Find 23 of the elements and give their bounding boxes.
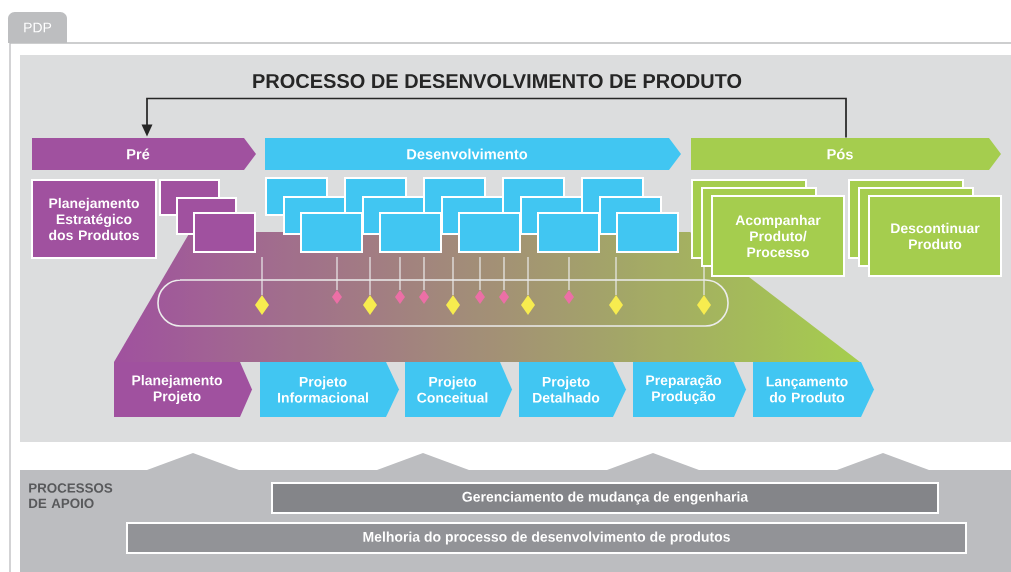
step-box: Planejamento Projeto (114, 362, 252, 417)
process-box (537, 212, 600, 253)
process-box: Planejamento Estratégico dos Produtos (31, 179, 157, 259)
support-bar: Melhoria do processo de desenvolvimento de produtos (126, 522, 967, 554)
diagram-title: PROCESSO DE DESENVOLVIMENTO DE PRODUTO (253, 73, 742, 89)
step-box: Lançamento do Produto (753, 362, 874, 417)
support-bar: Gerenciamento de mudança de engenharia (271, 482, 939, 514)
stacked-boxes: Acompanhar Produto/ Processo (691, 179, 845, 277)
step-box: Projeto Conceitual (405, 362, 512, 417)
process-box (458, 212, 521, 253)
step-box: Projeto Informacional (260, 362, 399, 417)
process-box (379, 212, 442, 253)
process-box (193, 212, 256, 253)
process-box (616, 212, 679, 253)
feedback-arrow (141, 97, 847, 139)
step-box: Pós (691, 138, 1001, 170)
stacked-boxes: Descontinuar Produto (848, 179, 1002, 277)
step-box: Projeto Detalhado (519, 362, 626, 417)
step-box: Preparação Produção (633, 362, 746, 417)
step-box: Desenvolvimento (265, 138, 681, 170)
step-box: Pré (32, 138, 256, 170)
tab: PDP (8, 12, 67, 43)
process-box (300, 212, 363, 253)
